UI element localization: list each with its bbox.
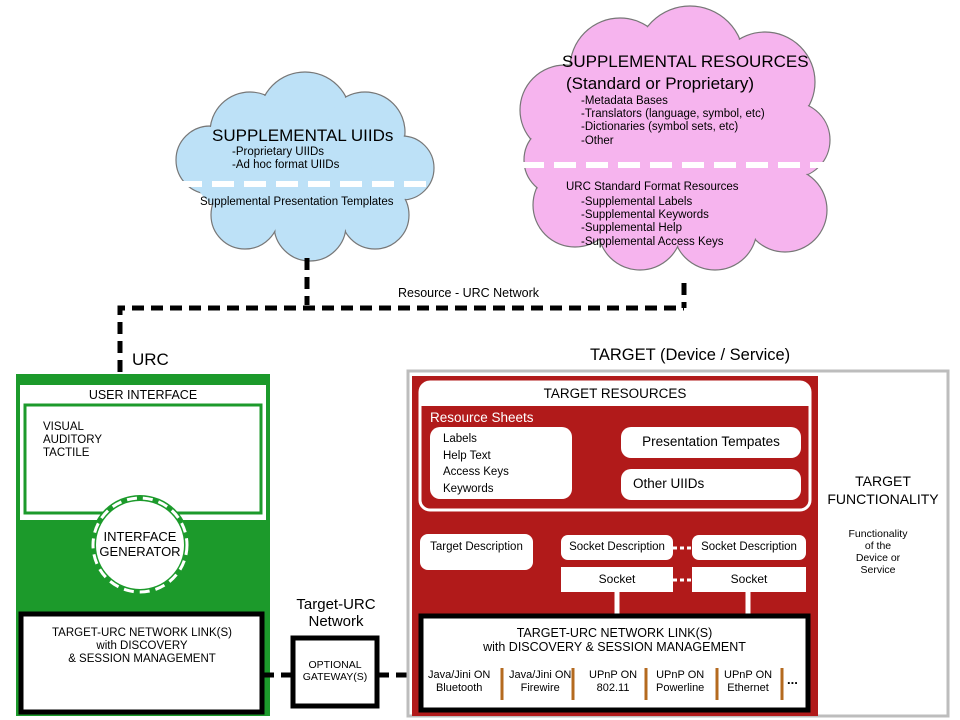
presentation-templates-label: Presentation Tempates	[642, 434, 780, 449]
socket-box-1	[561, 567, 673, 592]
protocol-java-jini-firewire: Java/Jini ON Firewire	[509, 669, 572, 694]
supplemental-uiids-cloud	[175, 71, 435, 262]
target-urc-network-label: Target-URC Network	[296, 596, 376, 631]
list-item: Access Keys	[443, 466, 509, 479]
list-item: VISUAL	[43, 421, 84, 433]
other-uiids-box	[621, 469, 801, 500]
optional-gateway-label: OPTIONAL GATEWAY(S)	[302, 659, 368, 684]
list-item: -Translators (language, symbol, etc)	[581, 108, 765, 121]
target-network-link-box	[418, 613, 811, 713]
socket-label-1: Socket	[598, 572, 636, 586]
socket-description-label-2: Socket Description	[701, 541, 797, 553]
supplemental-resources-cloud	[519, 5, 831, 271]
supplemental-resources-list: -Metadata Bases -Translators (language, …	[581, 95, 765, 148]
user-interface-title: USER INTERFACE	[88, 388, 198, 402]
target-description-label: Target Description	[430, 541, 523, 553]
target-functionality-title: TARGET FUNCTIONALITY	[827, 473, 939, 508]
list-item: -Dictionaries (symbol sets, etc)	[581, 121, 739, 134]
supplemental-resources-subtitle: (Standard or Proprietary)	[566, 74, 755, 93]
protocols-more: ...	[787, 672, 798, 687]
list-item: -Ad hoc format UIIDs	[232, 159, 340, 172]
list-item: TACTILE	[43, 447, 90, 460]
supplemental-uiids-title: SUPPLEMENTAL UIIDs	[212, 126, 394, 145]
list-item: -Supplemental Help	[581, 222, 683, 235]
urc-label: URC	[132, 350, 169, 369]
protocol-upnp-powerline: UPnP ON Powerline	[656, 669, 705, 694]
list-item: -Other	[581, 134, 614, 147]
supplemental-uiids-list: -Proprietary UIIDs -Ad hoc format UIIDs	[232, 146, 339, 172]
protocol-upnp-80211: UPnP ON 802.11	[589, 669, 638, 694]
list-item: -Supplemental Labels	[581, 196, 693, 208]
list-item: Help Text	[443, 449, 491, 462]
urc-standard-format-resources: URC Standard Format Resources	[566, 181, 739, 193]
resource-urc-network-line	[117, 258, 687, 372]
resource-sheets-box	[430, 427, 572, 499]
list-item: Keywords	[443, 483, 494, 496]
modalities-list: VISUAL AUDITORY TACTILE	[43, 421, 102, 461]
target-network-link-label: TARGET-URC NETWORK LINK(S) with DISCOVER…	[483, 626, 746, 655]
protocol-java-jini-bluetooth: Java/Jini ON Bluetooth	[428, 669, 491, 694]
supplemental-resources-title: SUPPLEMENTAL RESOURCES	[562, 52, 809, 71]
list-item: -Supplemental Keywords	[581, 209, 709, 222]
resource-sheets-title: Resource Sheets	[430, 410, 534, 425]
presentation-templates-box	[621, 427, 801, 458]
socket-label-2: Socket	[730, 572, 768, 586]
resource-urc-network-label: Resource - URC Network	[398, 286, 540, 300]
target-functionality-description: Functionality of the Device or Service	[848, 528, 908, 577]
list-item: -Supplemental Access Keys	[581, 235, 724, 248]
target-description-box	[420, 534, 533, 570]
socket-description-box-1	[561, 535, 673, 560]
target-label: TARGET (Device / Service)	[590, 346, 791, 364]
protocol-upnp-ethernet: UPnP ON Ethernet	[724, 669, 773, 694]
list-item: -Metadata Bases	[581, 95, 668, 107]
socket-box-2	[692, 567, 806, 592]
urc-network-link-label: TARGET-URC NETWORK LINK(S) with DISCOVER…	[52, 627, 232, 666]
list-item: AUDITORY	[43, 434, 103, 447]
socket-description-label-1: Socket Description	[569, 541, 665, 553]
socket-description-box-2	[692, 535, 806, 560]
resource-sheets-list: Labels Help Text Access Keys Keywords	[443, 431, 509, 498]
other-uiids-label: Other UIIDs	[633, 476, 705, 491]
optional-gateway-box	[290, 635, 380, 709]
urc-network-link-box	[18, 611, 265, 715]
target-resources-title: TARGET RESOURCES	[543, 386, 687, 401]
urc-standard-format-list: -Supplemental Labels -Supplemental Keywo…	[581, 196, 724, 249]
interface-generator-label: INTERFACE GENERATOR	[99, 529, 181, 559]
list-item: Labels	[443, 433, 477, 445]
supplemental-presentation-templates: Supplemental Presentation Templates	[200, 196, 394, 208]
protocol-dividers	[500, 668, 784, 700]
list-item: -Proprietary UIIDs	[232, 146, 325, 158]
